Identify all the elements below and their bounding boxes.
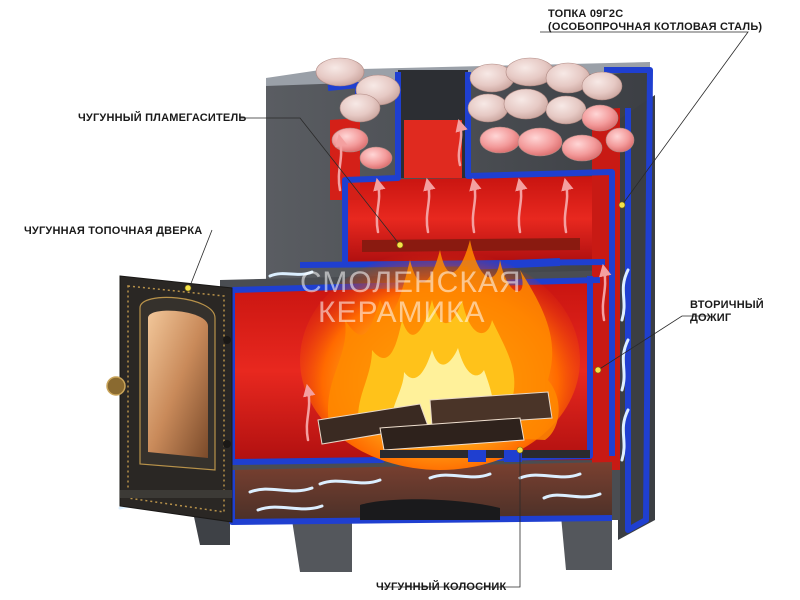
- cast-iron-grate: [360, 450, 590, 520]
- cast-iron-firebox-door: [106, 275, 233, 523]
- watermark-line1: СМОЛЕНСКАЯ: [300, 266, 522, 299]
- callout-dots: [184, 201, 626, 454]
- label-firebox-steel-line2: (ОСОБОПРОЧНАЯ КОТЛОВАЯ СТАЛЬ): [548, 21, 763, 33]
- firewood-logs: [317, 391, 553, 451]
- sauna-stones: [315, 57, 635, 170]
- label-flame-arrester: ЧУГУННЫЙ ПЛАМЕГАСИТЕЛЬ: [78, 112, 247, 124]
- label-secondary-burn-line1: ВТОРИЧНЫЙ: [690, 299, 764, 311]
- stove-foot: [292, 520, 352, 572]
- steam: [386, 14, 500, 58]
- callout-lines: [189, 31, 749, 588]
- label-firebox-door: ЧУГУННАЯ ТОПОЧНАЯ ДВЕРКА: [24, 225, 203, 237]
- door-handle: [106, 376, 126, 396]
- label-secondary-burn-line2: ДОЖИГ: [690, 312, 732, 324]
- hot-gas-arrows: [303, 118, 612, 442]
- watermark-line2: КЕРАМИКА: [318, 296, 486, 329]
- label-firebox-steel-line1: ТОПКА 09Г2С: [548, 8, 624, 20]
- door-hinge: [223, 440, 231, 448]
- door-hinge: [223, 336, 231, 344]
- label-cast-iron-grate: ЧУГУННЫЙ КОЛОСНИК: [376, 581, 507, 593]
